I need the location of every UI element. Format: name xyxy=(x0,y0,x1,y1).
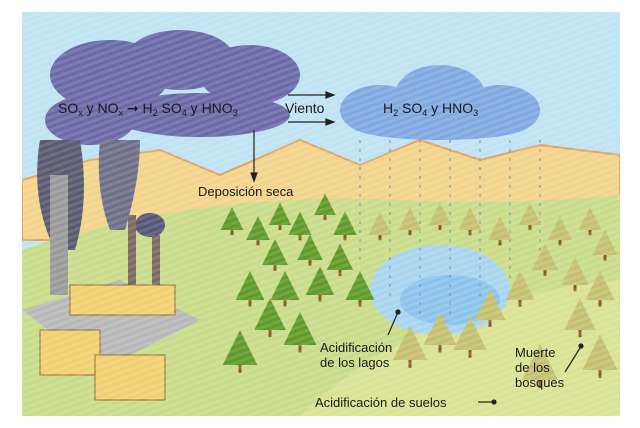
so-text: SO xyxy=(58,100,79,116)
left-formula-label: SOx y NOx ➞ H2 SO4 y HNO3 xyxy=(58,101,238,121)
soil-acidification-label: Acidificación de suelos xyxy=(315,395,447,410)
forest-pointer xyxy=(564,347,581,373)
sub-2: 2 xyxy=(393,108,399,118)
wind-label: Viento xyxy=(285,100,325,116)
so-text: SO xyxy=(398,100,423,116)
sub-4: 4 xyxy=(422,108,428,118)
hno-text: y HNO xyxy=(186,100,233,116)
no-text: y NO xyxy=(82,100,119,116)
arrows xyxy=(250,91,584,405)
label-line: bosques xyxy=(515,375,565,390)
sub-4: 4 xyxy=(181,108,187,118)
forest-death-label: Muerte de los bosques xyxy=(515,345,564,390)
sub-3: 3 xyxy=(232,108,238,118)
h-text: H xyxy=(383,100,394,116)
sub-x: x xyxy=(118,108,124,118)
hno-text: y HNO xyxy=(427,100,474,116)
sub-2: 2 xyxy=(152,108,158,118)
label-line: Acidificación xyxy=(320,340,393,355)
sub-x: x xyxy=(78,108,83,118)
so-text: SO xyxy=(157,100,182,116)
lake-acidification-label: Acidificación de los lagos xyxy=(320,340,392,370)
label-line: Muerte xyxy=(515,345,556,360)
label-line: de los xyxy=(515,360,550,375)
arrow-h-text: ➞ H xyxy=(123,100,153,116)
right-formula-label: H2 SO4 y HNO3 xyxy=(383,101,478,121)
dry-deposition-label: Deposición seca xyxy=(198,184,294,199)
label-line: de los lagos xyxy=(320,355,390,370)
lake-pointer xyxy=(387,311,399,336)
sub-3: 3 xyxy=(473,108,479,118)
